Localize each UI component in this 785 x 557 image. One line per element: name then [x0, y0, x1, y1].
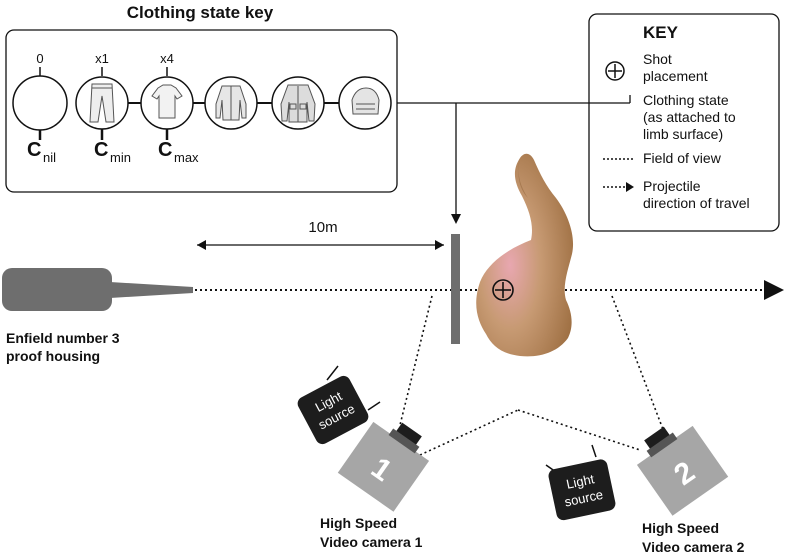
clothing-state-max: x4 C max	[140, 51, 199, 165]
camera2-caption-line1: High Speed	[642, 520, 719, 536]
clothing-state-6	[338, 76, 392, 130]
shot-marker-icon	[492, 279, 514, 301]
clothing-plate	[451, 234, 460, 344]
legend-title: KEY	[643, 23, 679, 42]
c-letter: C	[27, 139, 41, 161]
clothing-state-5	[271, 76, 325, 130]
state-count-label: x4	[160, 51, 174, 66]
legend-projectile-line2: direction of travel	[643, 195, 750, 211]
clothing-key-title: Clothing state key	[127, 3, 274, 22]
empty-circle-icon	[12, 75, 68, 131]
field-of-view-lines	[399, 295, 665, 456]
distance-label: 10m	[308, 219, 337, 236]
light-source-2: Light source	[545, 444, 616, 521]
projectile-arrowhead-icon	[626, 182, 634, 192]
clothing-state-nil: 0 C nil	[12, 51, 68, 165]
legend-fov: Field of view	[643, 150, 722, 166]
camera-1: 1	[337, 421, 430, 512]
shot-placement-symbol	[605, 61, 625, 81]
limb-target	[476, 153, 574, 357]
legend-shot-line2: placement	[643, 68, 708, 84]
camera1-caption-line2: Video camera 1	[320, 534, 423, 550]
clothing-state-min: x1 C min	[75, 51, 131, 165]
folded-garment-icon	[351, 87, 380, 115]
trajectory-arrowhead-icon	[764, 280, 784, 300]
c-subscript-min: min	[110, 150, 131, 165]
legend-clothing-line2: (as attached to	[643, 109, 736, 125]
legend-shot-line1: Shot	[643, 51, 672, 67]
clothing-state-4	[204, 76, 258, 130]
trousers-icon	[89, 83, 115, 123]
camera1-caption-line1: High Speed	[320, 515, 397, 531]
c-subscript-nil: nil	[43, 150, 56, 165]
legend-clothing-line1: Clothing state	[643, 92, 729, 108]
legend-clothing-line3: limb surface)	[643, 126, 723, 142]
gun-label-line2: proof housing	[6, 348, 100, 364]
legend-projectile-line1: Projectile	[643, 178, 701, 194]
long-sleeve-shirt-icon	[215, 85, 247, 121]
light-source-1: Light source	[297, 365, 381, 445]
legend-box	[588, 13, 780, 232]
camera2-caption-line2: Video camera 2	[642, 539, 745, 555]
c-subscript-max: max	[174, 150, 199, 165]
light-source-label-line1: Light	[565, 471, 596, 492]
c-letter: C	[94, 139, 108, 161]
camera-2: 2	[636, 425, 729, 516]
gun-label-line1: Enfield number 3	[6, 330, 120, 346]
tshirt-icon	[151, 84, 183, 119]
gun-housing	[2, 268, 193, 311]
c-letter: C	[158, 139, 172, 161]
jacket-icon	[280, 84, 316, 123]
state-count-label: x1	[95, 51, 109, 66]
state-count-label: 0	[36, 51, 43, 66]
clothing-key-box	[5, 29, 398, 193]
